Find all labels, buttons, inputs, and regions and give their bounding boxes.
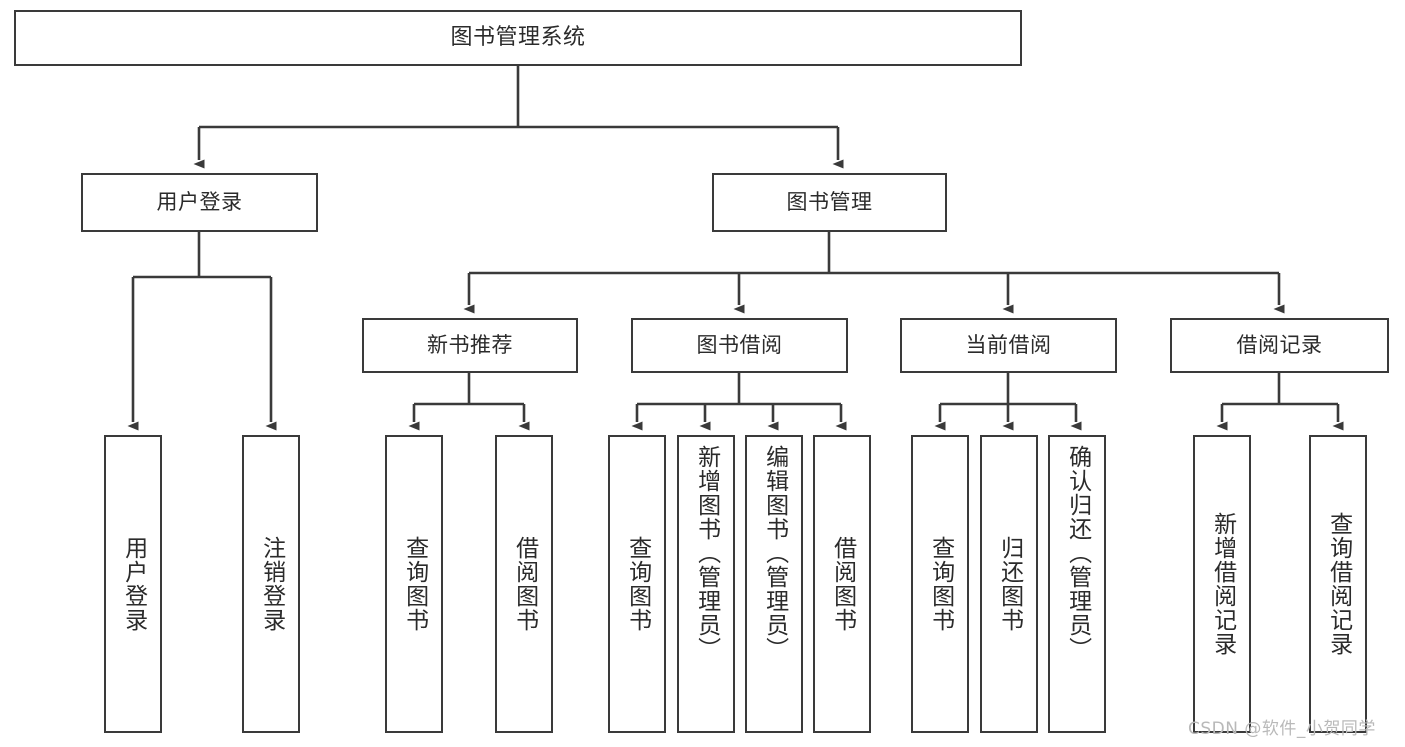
leaf-query-book-3[interactable]: 查询图书 [911, 435, 969, 733]
node-label: 查询图书 [624, 536, 651, 632]
csdn-watermark: CSDN @软件_小贺同学 [1188, 719, 1376, 739]
node-label: 新增图书（管理员） [693, 445, 720, 661]
node-label: 新增借阅记录 [1209, 512, 1236, 656]
node-user-login[interactable]: 用户登录 [81, 173, 318, 232]
leaf-query-borrow-record[interactable]: 查询借阅记录 [1309, 435, 1367, 733]
node-label: 借阅记录 [1236, 332, 1323, 357]
leaf-borrow-book-1[interactable]: 借阅图书 [495, 435, 553, 733]
leaf-query-book-2[interactable]: 查询图书 [608, 435, 666, 733]
node-label: 用户登录 [156, 189, 243, 214]
node-label: 借阅图书 [511, 536, 538, 632]
leaf-return-book[interactable]: 归还图书 [980, 435, 1038, 733]
node-label: 归还图书 [996, 536, 1023, 632]
leaf-add-book[interactable]: 新增图书（管理员） [677, 435, 735, 733]
leaf-user-login[interactable]: 用户登录 [104, 435, 162, 733]
node-label: 当前借阅 [965, 332, 1052, 357]
node-root-book-management-system[interactable]: 图书管理系统 [14, 10, 1022, 66]
node-label: 图书管理 [786, 189, 873, 214]
node-label: 新书推荐 [427, 332, 513, 357]
node-label: 借阅图书 [829, 536, 856, 632]
leaf-confirm-return[interactable]: 确认归还（管理员） [1048, 435, 1106, 733]
node-label: 图书借阅 [696, 332, 783, 357]
node-label: 编辑图书（管理员） [761, 445, 788, 661]
node-borrow-record[interactable]: 借阅记录 [1170, 318, 1389, 373]
node-label: 确认归还（管理员） [1064, 445, 1091, 661]
node-label: 查询图书 [927, 536, 954, 632]
leaf-borrow-book-2[interactable]: 借阅图书 [813, 435, 871, 733]
node-label: 查询图书 [401, 536, 428, 632]
leaf-logout-login[interactable]: 注销登录 [242, 435, 300, 733]
node-label: 查询借阅记录 [1325, 512, 1352, 656]
leaf-edit-book[interactable]: 编辑图书（管理员） [745, 435, 803, 733]
node-book-borrow[interactable]: 图书借阅 [631, 318, 848, 373]
node-label: 注销登录 [258, 536, 285, 632]
node-current-borrow[interactable]: 当前借阅 [900, 318, 1117, 373]
leaf-add-borrow-record[interactable]: 新增借阅记录 [1193, 435, 1251, 733]
node-new-book-recommend[interactable]: 新书推荐 [362, 318, 578, 373]
node-label: 图书管理系统 [450, 24, 586, 50]
node-book-management[interactable]: 图书管理 [712, 173, 947, 232]
node-label: 用户登录 [120, 536, 147, 632]
leaf-query-book-1[interactable]: 查询图书 [385, 435, 443, 733]
